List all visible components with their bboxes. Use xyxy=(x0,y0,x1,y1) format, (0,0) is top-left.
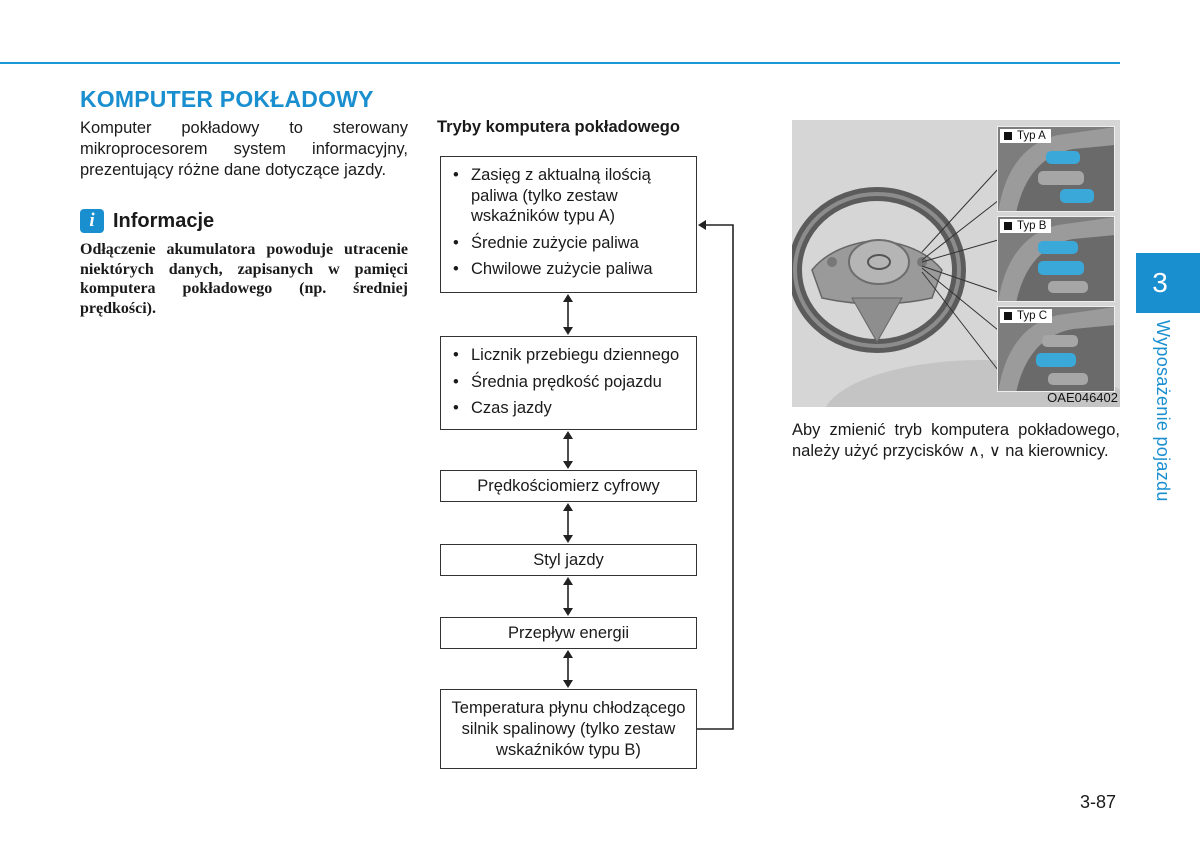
black-square-icon xyxy=(1004,222,1012,230)
callout-type-b: Typ B xyxy=(997,216,1115,302)
figure-caption: Aby zmienić tryb komputera pokładowego, … xyxy=(792,421,1120,460)
callout-type-a: Typ A xyxy=(997,126,1115,212)
button-cluster-a-illustration xyxy=(998,127,1114,211)
figure-code: OAE046402 xyxy=(1047,390,1118,405)
flow-item: Średnia prędkość pojazdu xyxy=(451,372,690,393)
intro-paragraph: Komputer pokładowy to sterowany mikropro… xyxy=(80,119,408,179)
flow-item: Chwilowe zużycie paliwa xyxy=(451,259,690,280)
callout-type-c: Typ C xyxy=(997,306,1115,392)
page-number: 3-87 xyxy=(1080,792,1117,812)
info-title: Informacje xyxy=(113,209,215,232)
callout-label: Typ A xyxy=(1000,129,1051,143)
flow-box-trip: Licznik przebiegu dziennego Średnia pręd… xyxy=(440,336,697,430)
steering-wheel-figure: Typ A Typ B Typ C OAE046402 xyxy=(792,120,1120,407)
info-icon: i xyxy=(80,209,104,233)
chapter-title: Wyposażenie pojazdu xyxy=(1153,320,1173,502)
flow-item: Licznik przebiegu dziennego xyxy=(451,345,690,366)
flow-box-speedometer: Prędkościomierz cyfrowy xyxy=(440,470,697,502)
callout-label: Typ C xyxy=(1000,309,1053,323)
flow-box-coolant: Temperatura płynu chłodzącego silnik spa… xyxy=(440,689,697,769)
chapter-number: 3 xyxy=(1152,267,1168,298)
section-title: KOMPUTER POKŁADOWY xyxy=(80,86,374,112)
chevron-up-icon: ∧ xyxy=(968,443,980,460)
top-rule xyxy=(0,62,1120,64)
black-square-icon xyxy=(1004,132,1012,140)
flow-box-energy-flow: Przepływ energii xyxy=(440,617,697,649)
info-body: Odłączenie akumulatora powoduje utraceni… xyxy=(80,241,408,317)
chapter-tab: 3 xyxy=(1136,253,1200,313)
flow-item: Czas jazdy xyxy=(451,398,690,419)
info-header: i Informacje xyxy=(80,208,214,234)
flow-item: Średnie zużycie paliwa xyxy=(451,233,690,254)
flowchart-title: Tryby komputera pokładowego xyxy=(437,118,680,136)
chevron-down-icon: ∨ xyxy=(988,443,1001,460)
flow-item: Zasięg z aktualną ilością paliwa (tylko … xyxy=(451,165,690,227)
flow-box-fuel: Zasięg z aktualną ilością paliwa (tylko … xyxy=(440,156,697,293)
black-square-icon xyxy=(1004,312,1012,320)
flow-box-driving-style: Styl jazdy xyxy=(440,544,697,576)
callout-label: Typ B xyxy=(1000,219,1052,233)
